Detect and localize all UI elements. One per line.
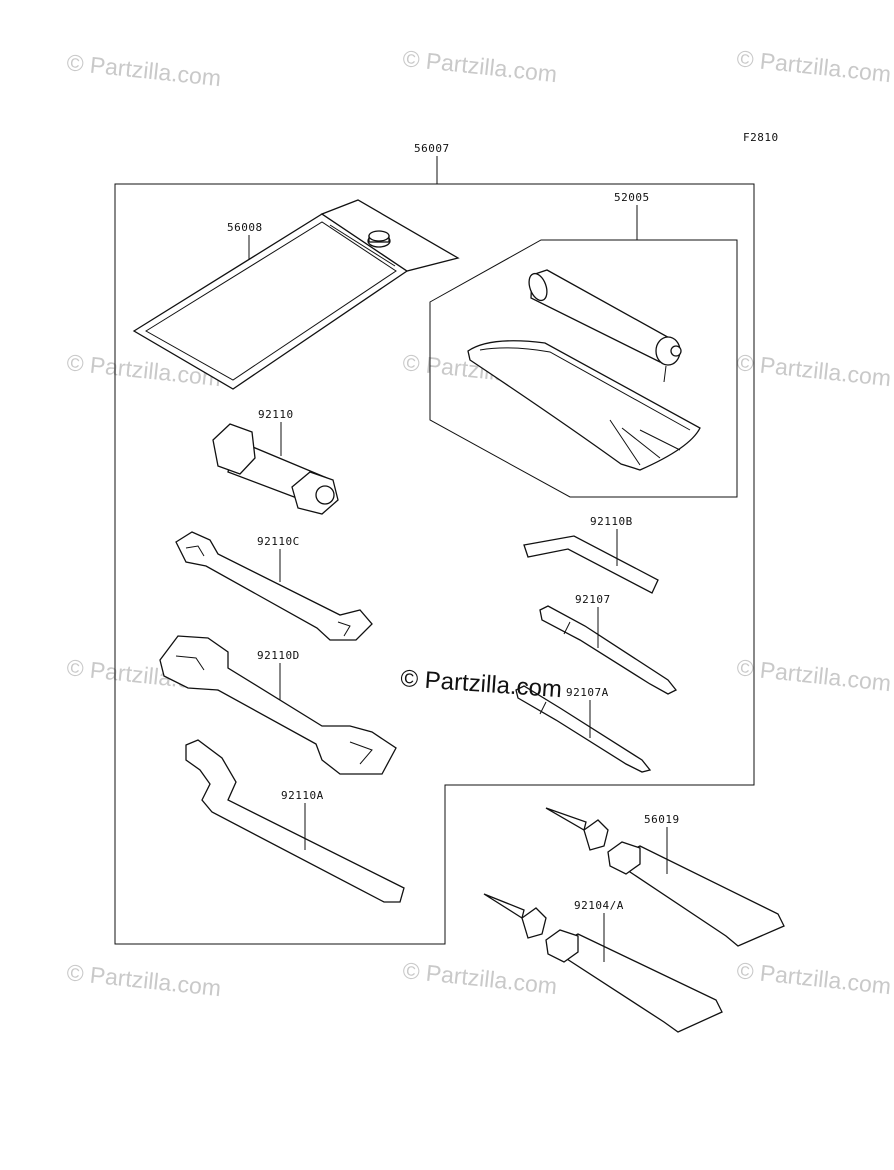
callout-tube-1[interactable]: 56019 [644,813,680,826]
watermark: © Partzilla.com [735,45,892,87]
callout-screwdriver-2[interactable]: 92107A [566,686,609,699]
callout-wrench-small[interactable]: 92110C [257,535,300,548]
watermark: © Partzilla.com [65,49,222,91]
callout-kit[interactable]: 56007 [414,142,450,155]
callout-screwdriver[interactable]: 92107 [575,593,611,606]
figure-code: F2810 [743,131,779,144]
screwdriver[interactable] [539,605,678,695]
pump-kit-outline [429,239,738,498]
watermark: © Partzilla.com [735,349,892,391]
callout-hex-key[interactable]: 92110B [590,515,633,528]
watermark: © Partzilla.com [735,957,892,999]
callout-hook-wrench[interactable]: 92110A [281,789,324,802]
wrench-small[interactable] [175,531,373,641]
grease-tube-2[interactable] [483,893,723,1033]
plug-wrench[interactable] [212,423,339,515]
callout-wrench-large[interactable]: 92110D [257,649,300,662]
pump-kit[interactable] [467,269,701,471]
watermark: © Partzilla.com [401,45,558,87]
callout-tool-bag[interactable]: 56008 [227,221,263,234]
hook-wrench[interactable] [185,739,405,903]
hex-key[interactable] [523,535,659,594]
callout-pump-kit[interactable]: 52005 [614,191,650,204]
watermark: © Partzilla.com [65,959,222,1001]
grease-tube[interactable] [545,807,785,947]
watermark-layer: © Partzilla.com © Partzilla.com © Partzi… [65,45,892,1001]
watermark: © Partzilla.com [401,957,558,999]
callout-plug-wrench[interactable]: 92110 [258,408,294,421]
callout-tube-2[interactable]: 92104/A [574,899,624,912]
wrench-large[interactable] [159,635,397,775]
watermark: © Partzilla.com [735,654,892,696]
kit-outline [114,183,755,945]
tool-bag[interactable] [132,199,460,390]
center-watermark: © Partzilla.com [400,665,563,703]
screwdriver-2[interactable] [515,685,652,773]
